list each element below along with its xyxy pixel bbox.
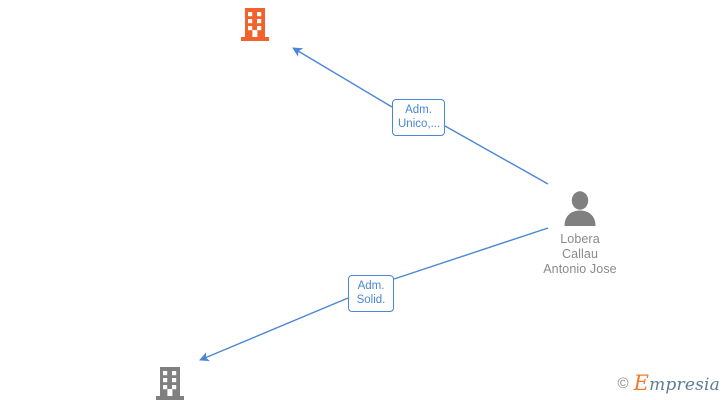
brand-initial: E [633, 371, 650, 395]
node-company-top[interactable] [230, 6, 280, 48]
watermark: © Empresia [618, 373, 720, 394]
person-icon [560, 190, 600, 226]
node-person[interactable]: Lobera Callau Antonio Jose [529, 190, 631, 277]
copyright-icon: © [617, 375, 629, 392]
building-icon [240, 6, 270, 42]
brand-name: Empresia [634, 373, 720, 394]
edge-label-adm-solid[interactable]: Adm. Solid. [348, 275, 394, 312]
node-person-label: Lobera Callau Antonio Jose [543, 232, 617, 276]
edge-label-adm-unico[interactable]: Adm. Unico,... [392, 99, 445, 136]
brand-rest: mpresia [649, 375, 720, 395]
node-company-bottom[interactable] [145, 365, 195, 400]
building-icon [155, 365, 185, 400]
